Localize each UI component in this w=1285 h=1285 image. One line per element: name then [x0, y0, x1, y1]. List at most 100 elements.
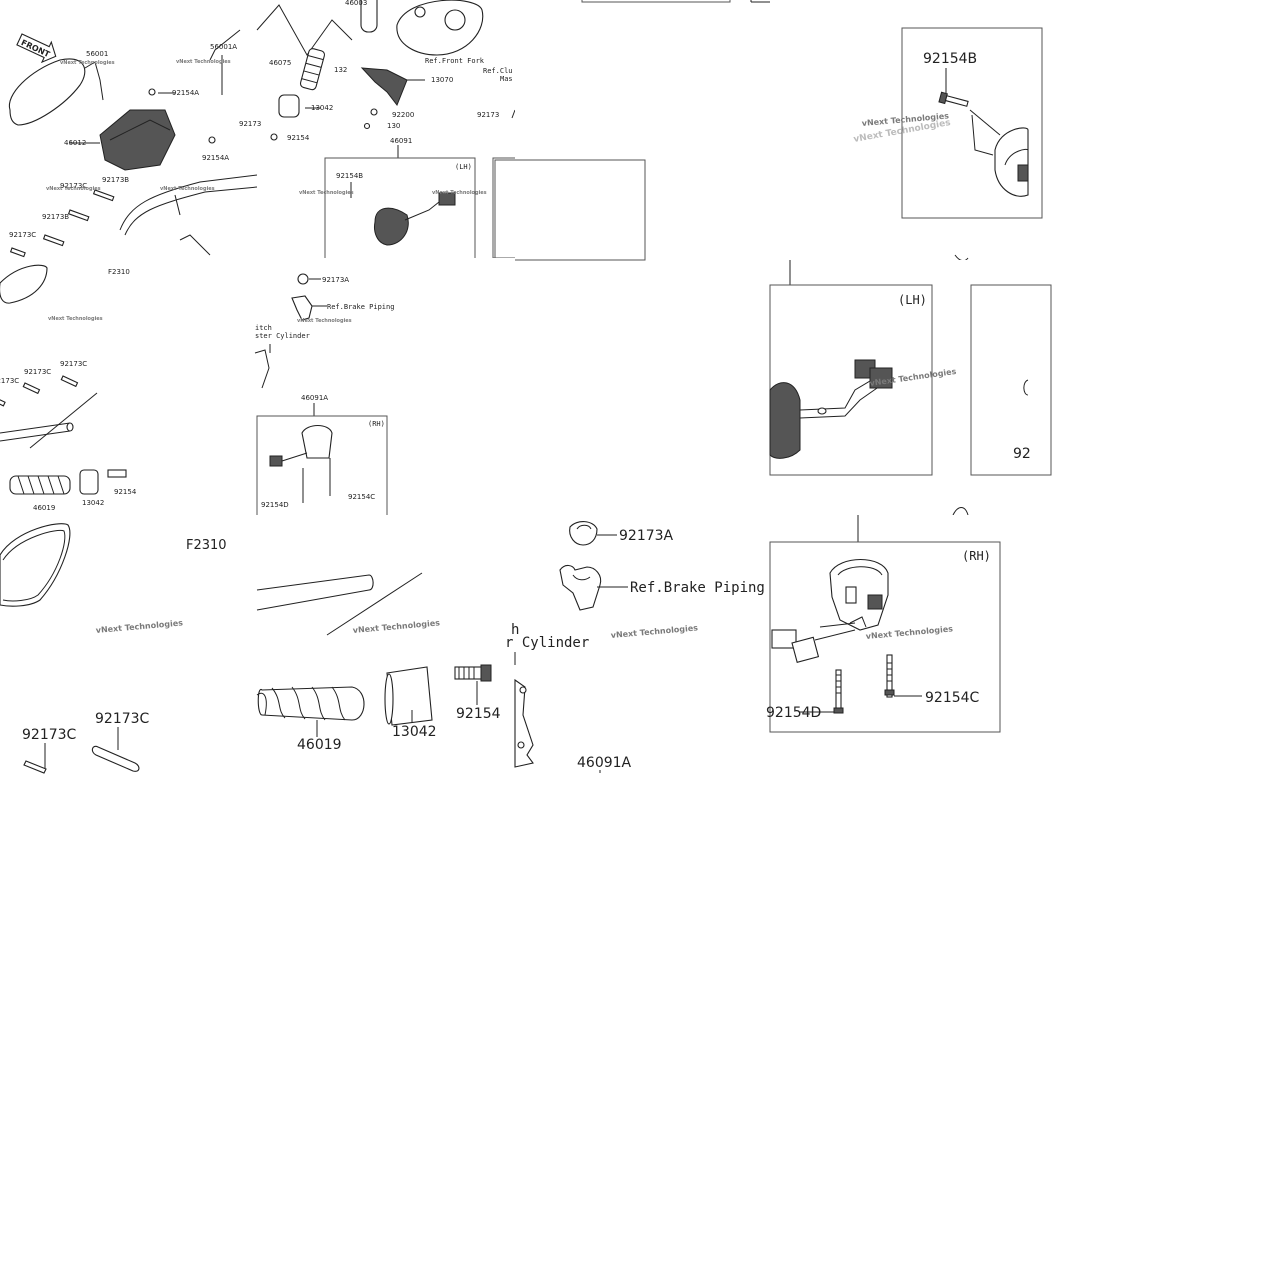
tile-zoom-brake-piping: 92173A Ref.Brake Piping vNext Technologi… [505, 515, 770, 773]
label-92154b-small: 92154B [336, 172, 363, 180]
rh-switch-zoom-box [769, 541, 1001, 733]
tile-handlebar-right-overview: 92173A Ref.Brake Piping vNext Technologi… [254, 258, 515, 529]
tile-zoom-92154b: 92154B vNext Technologies vNext Technolo… [770, 0, 1043, 262]
lh-switch-housing-icon [374, 192, 456, 246]
label-92173b-b: 92173B [42, 213, 69, 221]
grip-icon [9, 469, 127, 495]
rh-switch-housing-icon [269, 424, 333, 467]
fork-top-clamp-icon [396, 0, 484, 56]
watermark: vNext Technologies [48, 316, 103, 322]
label-92-cut: 92 [1013, 446, 1031, 462]
tile-handlebar-center-overview: 46003 46075 132 13042 92154 13070 92200 … [239, 0, 534, 269]
tile-top-strip [494, 0, 770, 261]
front-arrow-icon: FRONT [16, 33, 57, 64]
ref-brake-piping-zoom: Ref.Brake Piping [630, 580, 765, 596]
label-92154a-top: 92154A [172, 89, 199, 97]
watermark-zoom: vNext Technologies [610, 623, 698, 640]
label-46091a-zoom: 46091A [577, 755, 632, 771]
label-92154c-zoom: 92154C [925, 690, 980, 706]
label-92173b-a: 92173B [102, 176, 129, 184]
clip-icon [23, 745, 140, 774]
label-13070: 13070 [431, 76, 453, 84]
label-92173c-b: 92173C [9, 231, 36, 239]
tile-handlebar-left-lower: F2310 vNext Technologies 92173C 92173C 9… [0, 258, 257, 515]
grip-zoom-icon [256, 686, 365, 721]
ref-clutch-small-3: itch [255, 324, 272, 332]
lh-switch-housing-zoom-icon [994, 127, 1029, 197]
label-92173a-zoom: 92173A [619, 528, 674, 544]
lh-label-zoom: (LH) [898, 293, 927, 307]
bolt-zoom-icon [454, 664, 492, 682]
watermark-zoom: vNext Technologies [95, 618, 183, 635]
label-13042-zoom: 13042 [392, 724, 437, 740]
label-13042-small-b: 13042 [82, 499, 104, 507]
ref-clutch-cylinder-zoom: r Cylinder [505, 635, 589, 651]
label-92173c-d: 92173C [60, 360, 87, 368]
label-130: 130 [387, 122, 400, 130]
label-92154c-small: 92154C [348, 493, 375, 501]
label-92154d-zoom: 92154D [766, 705, 821, 721]
grip-end-weight-zoom-icon [384, 666, 433, 726]
brake-clamp-icon [291, 295, 313, 321]
label-56001a: 56001A [210, 43, 237, 51]
watermark: vNext Technologies [60, 60, 115, 66]
label-46019-small: 46019 [33, 504, 55, 512]
label-92173a-small: 92173A [322, 276, 349, 284]
label-92154b-zoom: 92154B [923, 51, 977, 67]
clamp-92173a-icon [569, 521, 598, 546]
lh-switch-zoom-box [769, 284, 933, 476]
watermark: vNext Technologies [297, 318, 352, 324]
label-92173c-cut: 92173C [0, 377, 19, 385]
watermark: vNext Technologies [160, 186, 215, 192]
ref-clutch-h-zoom: h [511, 622, 519, 638]
zoom-box-92154b [901, 27, 1043, 219]
label-46019-zoom: 46019 [297, 737, 342, 753]
label-92154-small-b: 92154 [114, 488, 137, 496]
tile-zoom-mirror-f2310: F2310 vNext Technologies 92173C 92173C [0, 515, 257, 774]
label-56001: 56001 [86, 50, 108, 58]
watermark: vNext Technologies [432, 190, 487, 196]
label-46091: 46091 [390, 137, 412, 145]
watermark-zoom: vNext Technologies [865, 624, 953, 641]
watermark: vNext Technologies [299, 190, 354, 196]
lh-label-small: (LH) [455, 163, 472, 171]
tile-zoom-grip: vNext Technologies 46019 13042 92154 [256, 515, 515, 773]
screw-icon [938, 91, 969, 107]
label-92154d-small: 92154D [261, 501, 289, 509]
label-132: 132 [334, 66, 347, 74]
throttle-grip-icon [299, 48, 326, 91]
ref-front-fork-small: Ref.Front Fork [425, 57, 485, 65]
handlebar-clamp-icon [99, 109, 176, 171]
grip-end-weight-icon [278, 94, 300, 118]
tile-zoom-rh-switch: (RH) vNext Technologies 92154D [766, 515, 1028, 773]
brake-clamp-zoom-icon [559, 564, 602, 611]
label-92154-small: 92154 [287, 134, 310, 142]
label-92173c-c: 92173C [24, 368, 51, 376]
label-92173c-a: 92173C [60, 182, 87, 190]
rh-switch-housing-zoom-icon [771, 558, 889, 663]
screw-92154c-icon [884, 654, 895, 698]
handlebar-tube-zoom-icon [256, 574, 374, 611]
label-92173c-zoom-a: 92173C [22, 727, 77, 743]
mirror-icon [0, 264, 48, 304]
label-92154-zoom: 92154 [456, 706, 501, 722]
rh-label-zoom: (RH) [962, 549, 991, 563]
ref-clutch-small-2: Mas [500, 75, 513, 83]
label-92154a-right: 92154A [202, 154, 229, 162]
tile-zoom-lh-switch: (LH) vNext Technologies 92 [769, 260, 1052, 516]
label-92173: 92173 [477, 111, 499, 119]
tile-handlebar-left-overview: FRONT 56001 56001A 92154A [0, 0, 258, 258]
label-92200: 92200 [392, 111, 414, 119]
watermark: vNext Technologies [176, 59, 231, 65]
figure-code-small: F2310 [108, 268, 130, 276]
mirror-icon [8, 58, 86, 126]
screw-92154d-icon [833, 669, 844, 714]
ref-clutch-small: Ref.Clu [483, 67, 513, 75]
label-46075: 46075 [269, 59, 291, 67]
lh-switch-housing-zoom-icon [769, 359, 893, 459]
watermark: vNext Technologies [46, 186, 101, 192]
figure-code-zoom: F2310 [186, 538, 227, 553]
label-46003: 46003 [345, 0, 367, 7]
label-9217-cut: 92173 [239, 120, 261, 128]
